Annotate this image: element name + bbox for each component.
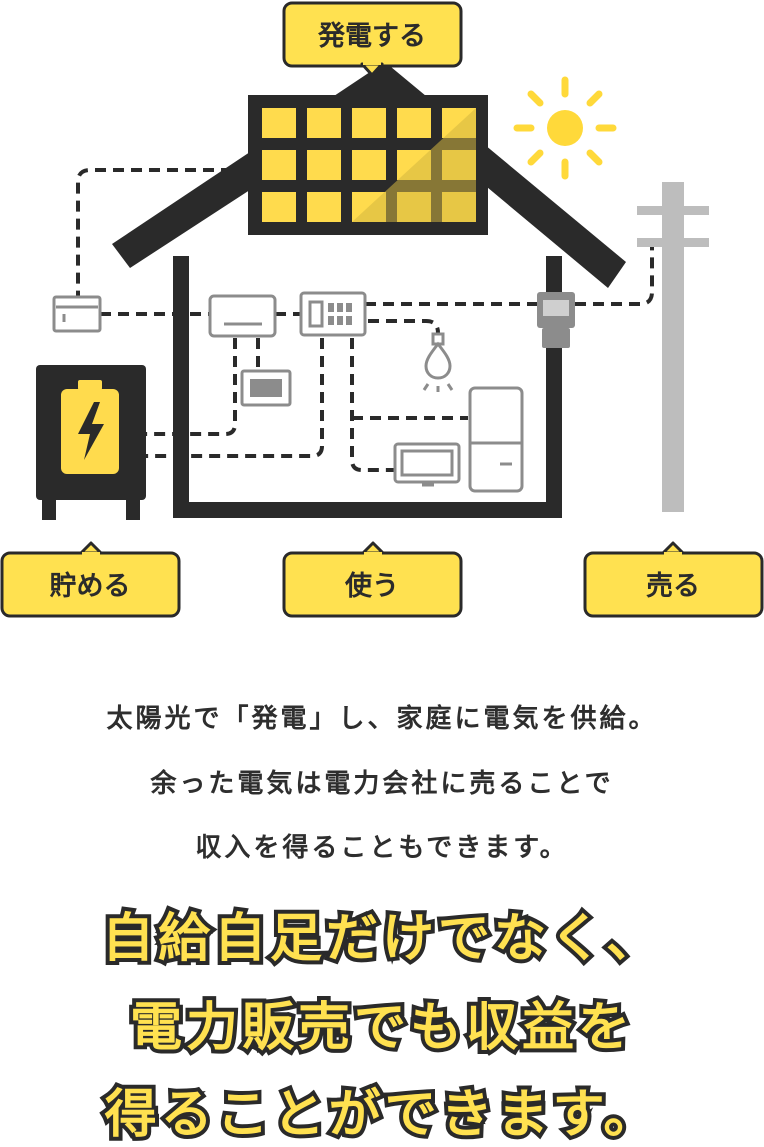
label-use: 使う [344, 571, 399, 602]
energy-monitor-icon [240, 369, 292, 407]
label-store-bubble: 貯める [0, 541, 181, 618]
solar-panel-icon [248, 95, 488, 235]
tv-icon [393, 442, 461, 487]
power-conditioner-icon [52, 295, 102, 333]
label-generate-bubble: 発電する [282, 1, 463, 77]
energy-flow-diagram: 発電する 貯める 使う 売る [0, 1, 764, 618]
power-meter-icon [537, 292, 575, 348]
body-text-line-2: 余った電気は電力会社に売ることで [150, 769, 614, 799]
headline-line-1: 自給自足だけでなく、 [98, 905, 662, 973]
sun-icon [513, 76, 617, 180]
label-store: 貯める [50, 571, 131, 602]
label-sell: 売る [646, 571, 700, 602]
headline-line-2: 電力販売でも収益を [126, 994, 634, 1062]
battery-icon [36, 365, 146, 520]
headline-line-3: 得ることができます。 [101, 1081, 660, 1147]
light-bulb-icon [422, 332, 454, 392]
label-use-bubble: 使う [282, 541, 463, 618]
utility-pole-icon [637, 182, 709, 512]
air-conditioner-icon [208, 294, 277, 338]
label-sell-bubble: 売る [583, 541, 764, 618]
body-text-line-1: 太陽光で「発電」し、家庭に電気を供給。 [106, 704, 658, 734]
distribution-board-icon [299, 291, 367, 337]
house-walls [173, 256, 562, 518]
refrigerator-icon [468, 386, 524, 493]
wiring-lines [76, 168, 654, 472]
body-text-line-3: 収入を得ることもできます。 [195, 833, 569, 863]
label-generate: 発電する [317, 21, 426, 52]
